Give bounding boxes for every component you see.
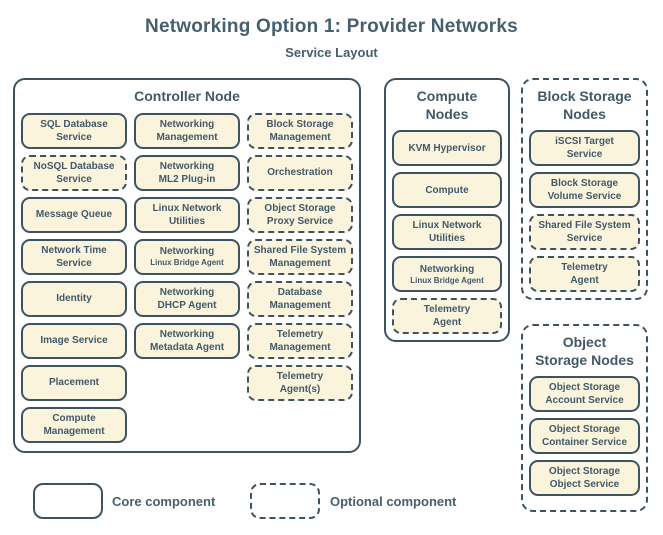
box-orchestration: Orchestration	[247, 154, 353, 191]
object-storage-nodes-container: Object Storage Nodes Object Storage Acco…	[521, 324, 648, 512]
box-networking-metadata-agent: Networking Metadata Agent	[134, 322, 240, 359]
box-block-storage-management: Block Storage Management	[247, 112, 353, 149]
controller-column-3: Block Storage Management Orchestration O…	[247, 112, 353, 443]
compute-stack: KVM Hypervisor Compute Linux Network Uti…	[392, 130, 502, 334]
box-database-management: Database Management	[247, 280, 353, 317]
compute-nodes-container: Compute Nodes KVM Hypervisor Compute Lin…	[384, 78, 510, 342]
legend-core-swatch	[33, 483, 103, 519]
box-linux-network-utilities-compute: Linux Network Utilities	[392, 214, 502, 250]
box-message-queue: Message Queue	[21, 196, 127, 233]
box-telemetry-agent-block: Telemetry Agent	[529, 256, 640, 292]
box-telemetry-agent-compute: Telemetry Agent	[392, 298, 502, 334]
box-object-storage-proxy-service: Object Storage Proxy Service	[247, 196, 353, 233]
box-networking-ml2-plugin: Networking ML2 Plug-in	[134, 154, 240, 191]
controller-node-title: Controller Node	[134, 88, 240, 104]
diagram-subtitle: Service Layout	[285, 45, 378, 60]
box-iscsi-target-service: iSCSI Target Service	[529, 130, 640, 166]
box-block-storage-volume-service: Block Storage Volume Service	[529, 172, 640, 208]
diagram-title: Networking Option 1: Provider Networks	[145, 16, 518, 37]
box-shared-file-system-management: Shared File System Management	[247, 238, 353, 275]
box-sql-database-service: SQL Database Service	[21, 112, 127, 149]
legend-core-label: Core component	[112, 494, 216, 509]
box-placement: Placement	[21, 364, 127, 401]
controller-node-container: Controller Node SQL Database Service NoS…	[13, 78, 361, 453]
box-identity: Identity	[21, 280, 127, 317]
block-storage-stack: iSCSI Target Service Block Storage Volum…	[529, 130, 640, 292]
box-compute: Compute	[392, 172, 502, 208]
compute-nodes-title: Compute Nodes	[416, 88, 478, 122]
box-image-service: Image Service	[21, 322, 127, 359]
box-networking-dhcp-agent: Networking DHCP Agent	[134, 280, 240, 317]
box-telemetry-management: Telemetry Management	[247, 322, 353, 359]
box-object-storage-container-service: Object Storage Container Service	[529, 418, 640, 454]
legend-optional-swatch	[250, 483, 320, 519]
box-shared-file-system-service: Shared File System Service	[529, 214, 640, 250]
box-network-time-service: Network Time Service	[21, 238, 127, 275]
controller-columns: SQL Database Service NoSQL Database Serv…	[21, 112, 353, 443]
box-networking-management: Networking Management	[134, 112, 240, 149]
box-nosql-database-service: NoSQL Database Service	[21, 154, 127, 191]
box-kvm-hypervisor: KVM Hypervisor	[392, 130, 502, 166]
box-telemetry-agents: Telemetry Agent(s)	[247, 364, 353, 401]
box-object-storage-account-service: Object Storage Account Service	[529, 376, 640, 412]
object-storage-stack: Object Storage Account Service Object St…	[529, 376, 640, 496]
controller-column-2: Networking Management Networking ML2 Plu…	[134, 112, 240, 443]
block-storage-nodes-container: Block Storage Nodes iSCSI Target Service…	[521, 78, 648, 300]
block-storage-nodes-title: Block Storage Nodes	[537, 88, 632, 122]
controller-column-1: SQL Database Service NoSQL Database Serv…	[21, 112, 127, 443]
box-linux-network-utilities: Linux Network Utilities	[134, 196, 240, 233]
object-storage-nodes-title: Object Storage Nodes	[535, 334, 634, 368]
box-compute-management: Compute Management	[21, 406, 127, 443]
legend-optional-label: Optional component	[330, 494, 457, 509]
box-object-storage-object-service: Object Storage Object Service	[529, 460, 640, 496]
